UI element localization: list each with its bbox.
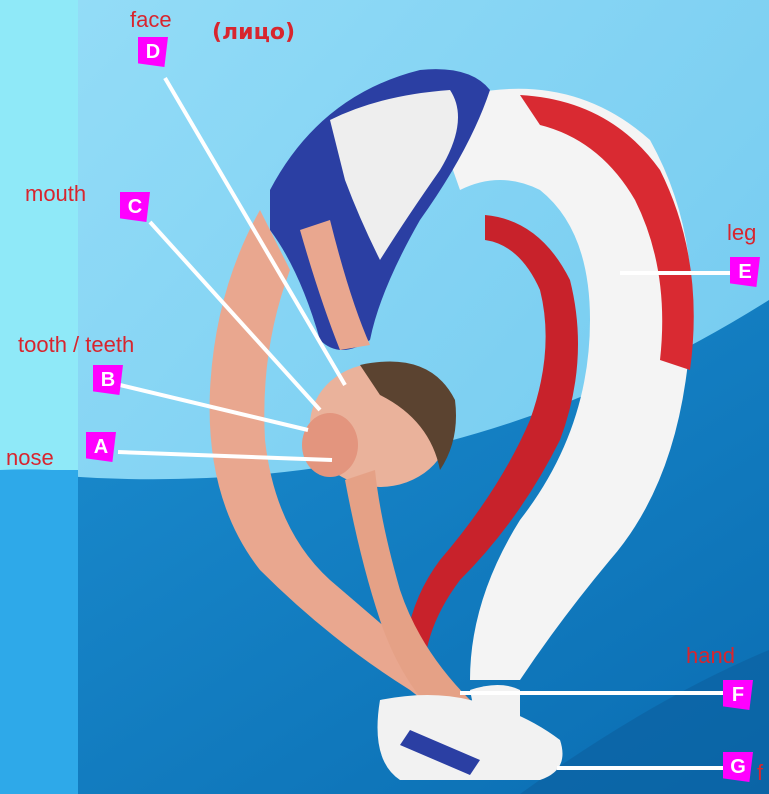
badge-g: G (723, 752, 753, 782)
badge-f: F (723, 680, 753, 710)
label-mouth: mouth (25, 183, 86, 205)
badge-e: E (730, 257, 760, 287)
label-tooth-teeth: tooth / teeth (18, 334, 134, 356)
label-hand: hand (686, 645, 735, 667)
badge-b: B (93, 365, 123, 395)
face-translation: (лицо) (212, 22, 295, 44)
badge-a: A (86, 432, 116, 462)
label-foot-partial: f (757, 762, 763, 784)
label-leg: leg (727, 222, 756, 244)
badge-d: D (138, 37, 168, 67)
label-face: face (130, 9, 172, 31)
badge-c: C (120, 192, 150, 222)
label-nose: nose (6, 447, 54, 469)
